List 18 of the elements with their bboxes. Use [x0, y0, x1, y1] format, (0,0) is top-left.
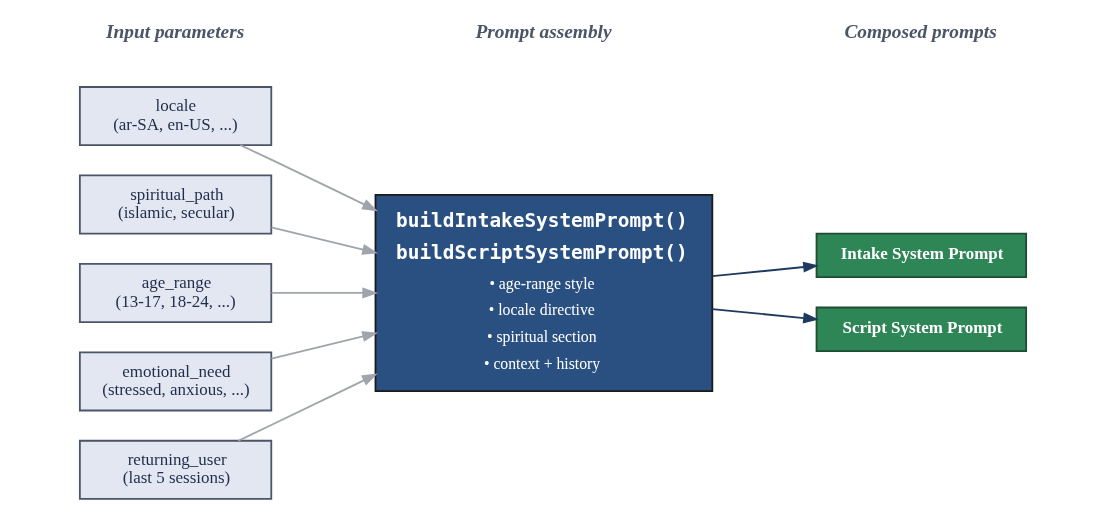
- arrow: [270, 226, 378, 255]
- arrow: [270, 287, 379, 299]
- arrow: [711, 308, 819, 324]
- node-box: locale (ar-SA, en-US, ...): [78, 86, 273, 147]
- arrow: [711, 261, 819, 278]
- arrow: [239, 144, 378, 212]
- node-box: buildIntakeSystemPrompt() buildScriptSystemPrompt() • age-range style • locale directive • spiritual section • context + history: [374, 193, 714, 392]
- node-box: Script System Prompt: [815, 306, 1028, 353]
- arrow: [237, 373, 378, 442]
- node-box: spiritual_path (islamic, secular): [78, 174, 273, 235]
- label: Prompt assembly: [475, 21, 612, 43]
- arrow: [270, 331, 378, 360]
- node-box: age_range (13-17, 18-24, ...): [78, 262, 273, 323]
- node-box: emotional_need (stressed, anxious, ...): [78, 351, 273, 412]
- node-box: Intake System Prompt: [815, 232, 1028, 279]
- label: Composed prompts: [844, 21, 997, 43]
- label: Input parameters: [105, 21, 245, 43]
- node-box: returning_user (last 5 sessions): [78, 439, 273, 500]
